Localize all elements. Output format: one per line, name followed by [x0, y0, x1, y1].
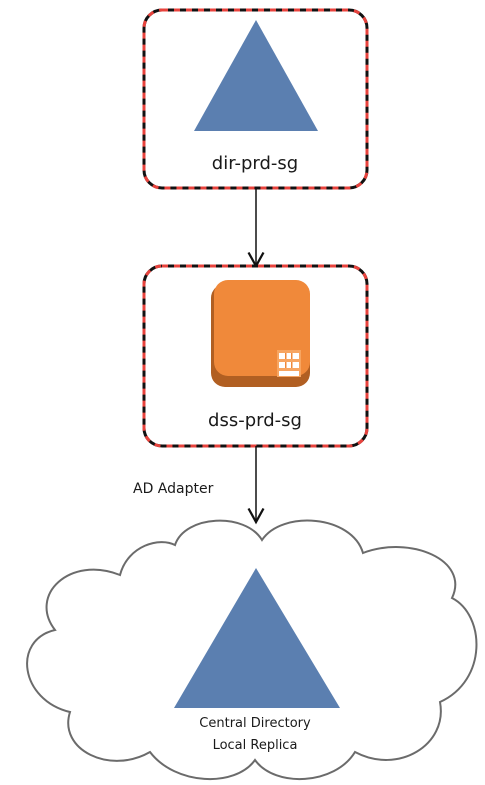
directory-replica-triangle-icon [174, 568, 340, 708]
cloud-label-line2: Local Replica [213, 738, 298, 753]
node-central-directory-cloud[interactable]: Central Directory Local Replica [26, 519, 478, 780]
node-dss-prd-sg[interactable]: dss-prd-sg [142, 264, 369, 448]
node-label: dir-prd-sg [212, 153, 298, 174]
directory-service-icon [211, 280, 310, 387]
cloud-label-line1: Central Directory [199, 716, 311, 731]
edge-label: AD Adapter [133, 481, 214, 497]
node-label: dss-prd-sg [208, 410, 302, 431]
directory-triangle-icon [194, 20, 318, 131]
node-dir-prd-sg[interactable]: dir-prd-sg [142, 8, 369, 190]
